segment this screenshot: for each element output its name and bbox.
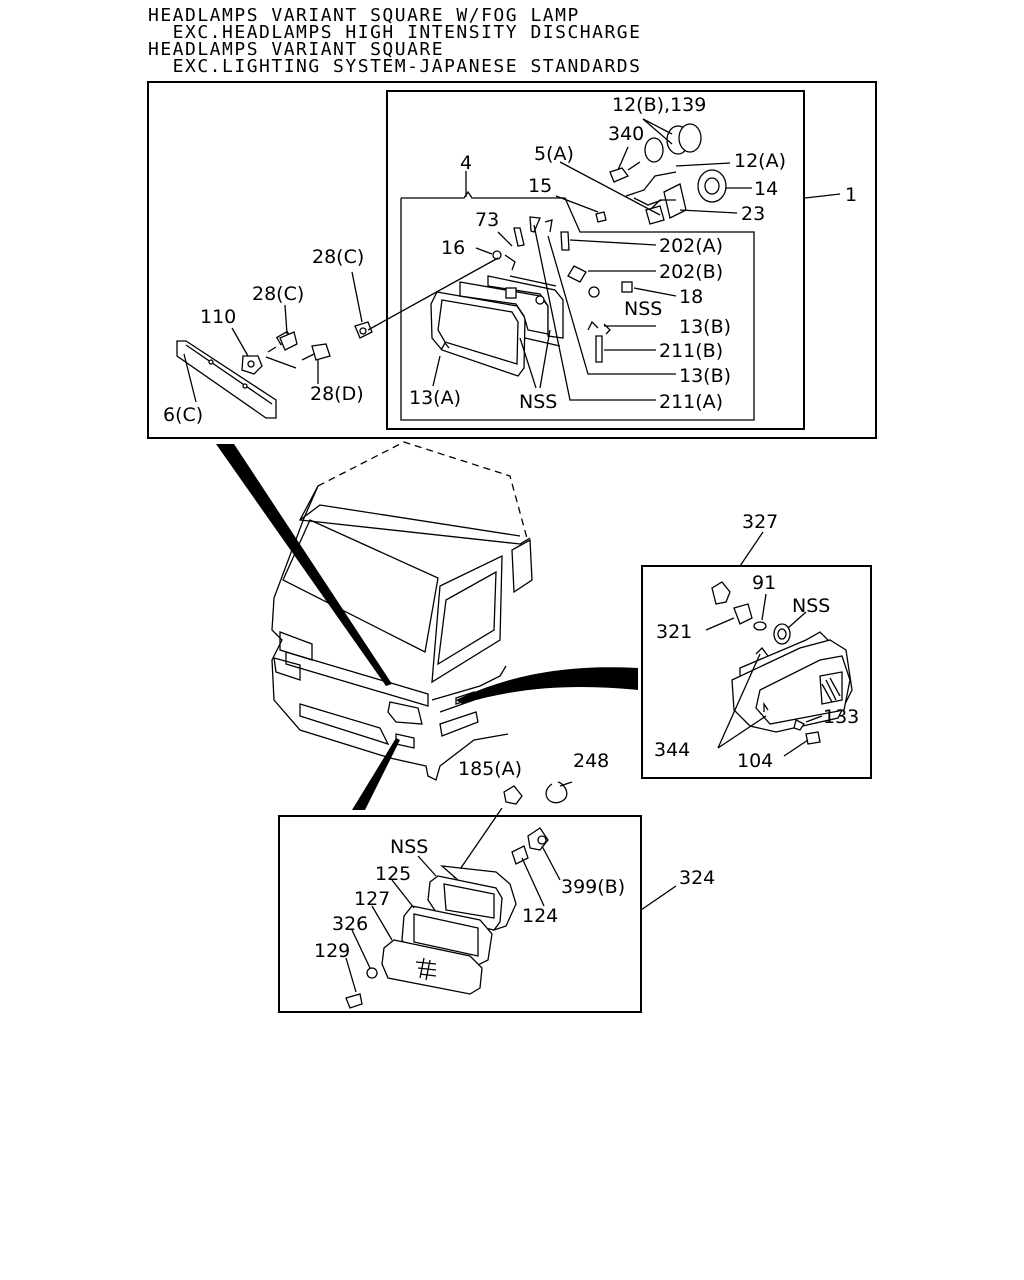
fog-lamp-external-parts bbox=[453, 781, 573, 879]
callout-nss-headlamp-upper: NSS bbox=[624, 298, 662, 320]
callout-327: 327 bbox=[742, 511, 778, 533]
callout-73: 73 bbox=[475, 209, 499, 231]
callout-nss-headlamp-lower: NSS bbox=[519, 391, 557, 413]
bracket-6c bbox=[176, 340, 277, 419]
callout-321: 321 bbox=[656, 621, 692, 643]
callout-13b-upper: 13(B) bbox=[679, 316, 731, 338]
callout-133: 133 bbox=[823, 706, 859, 728]
callout-13a: 13(A) bbox=[409, 387, 461, 409]
header-line-3: HEADLAMPS VARIANT SQUARE bbox=[148, 39, 445, 60]
callout-12b-139: 12(B),139 bbox=[612, 94, 706, 116]
side-lamp-bulb-parts bbox=[711, 581, 821, 745]
side-lamp-body bbox=[731, 631, 853, 733]
callout-23: 23 bbox=[741, 203, 765, 225]
callout-wedges bbox=[216, 444, 638, 810]
bolt-28c-lower bbox=[354, 321, 373, 339]
headlamp-leader-lines bbox=[183, 118, 841, 403]
nut-110 bbox=[241, 355, 263, 375]
callout-28c-lower: 28(C) bbox=[252, 283, 304, 305]
callout-211b: 211(B) bbox=[659, 340, 723, 362]
callout-324: 324 bbox=[679, 867, 715, 889]
headlamp-small-parts bbox=[440, 216, 633, 363]
callout-15: 15 bbox=[528, 175, 552, 197]
side-lamp-leader-lines bbox=[705, 593, 823, 757]
callout-4: 4 bbox=[460, 152, 472, 174]
callout-248: 248 bbox=[573, 750, 609, 772]
headlamp-assembly-frame bbox=[386, 90, 805, 430]
callout-340: 340 bbox=[608, 123, 644, 145]
callout-13b-lower: 13(B) bbox=[679, 365, 731, 387]
fog-lamp-body bbox=[381, 865, 517, 995]
leader-110-bolt bbox=[265, 356, 297, 369]
callout-399b: 399(B) bbox=[561, 876, 625, 898]
callout-127: 127 bbox=[354, 888, 390, 910]
bolt-28d bbox=[301, 343, 331, 361]
callout-nss-fog-lamp: NSS bbox=[390, 836, 428, 858]
callout-16: 16 bbox=[441, 237, 465, 259]
fog-lamp-frame bbox=[278, 815, 642, 1013]
callout-211a: 211(A) bbox=[659, 391, 723, 413]
callout-129: 129 bbox=[314, 940, 350, 962]
headlamp-outer-frame bbox=[147, 81, 877, 439]
bolt-28c-upper bbox=[267, 330, 298, 353]
fog-lamp-bulb-parts bbox=[345, 827, 549, 1009]
fog-lamp-leader-lines bbox=[345, 845, 561, 993]
callout-14: 14 bbox=[754, 178, 778, 200]
callout-1: 1 bbox=[845, 184, 857, 206]
side-lamp-frame bbox=[641, 565, 872, 779]
callout-202a: 202(A) bbox=[659, 235, 723, 257]
callout-5a: 5(A) bbox=[534, 143, 574, 165]
callout-12a: 12(A) bbox=[734, 150, 786, 172]
callout-185a: 185(A) bbox=[458, 758, 522, 780]
callout-nss-side-lamp: NSS bbox=[792, 595, 830, 617]
callout-344: 344 bbox=[654, 739, 690, 761]
callout-91: 91 bbox=[752, 572, 776, 594]
callout-110: 110 bbox=[200, 306, 236, 328]
callout-104: 104 bbox=[737, 750, 773, 772]
callout-125: 125 bbox=[375, 863, 411, 885]
header-line-4: EXC.LIGHTING SYSTEM-JAPANESE STANDARDS bbox=[148, 56, 642, 77]
side-lamp-group: 327 91 NSS 321 133 344 104 bbox=[641, 511, 872, 779]
header-line-2: EXC.HEADLAMPS HIGH INTENSITY DISCHARGE bbox=[148, 22, 642, 43]
header-line-1: HEADLAMPS VARIANT SQUARE W/FOG LAMP bbox=[148, 5, 580, 26]
headlamp-group: 1 4 5(A) 6(C) 12(A) 12(B),139 13(A) 13(B… bbox=[147, 81, 877, 439]
truck-cab bbox=[271, 441, 533, 781]
callout-28d: 28(D) bbox=[310, 383, 364, 405]
callout-18: 18 bbox=[679, 286, 703, 308]
callout-6c: 6(C) bbox=[163, 404, 203, 426]
callout-124: 124 bbox=[522, 905, 558, 927]
headlamp-body bbox=[430, 275, 564, 377]
callout-28c-upper: 28(C) bbox=[312, 246, 364, 268]
fog-lamp-group: 185(A) 248 NSS 125 127 326 129 399(B) 12… bbox=[278, 750, 715, 1013]
callout-326: 326 bbox=[332, 913, 368, 935]
callout-202b: 202(B) bbox=[659, 261, 723, 283]
